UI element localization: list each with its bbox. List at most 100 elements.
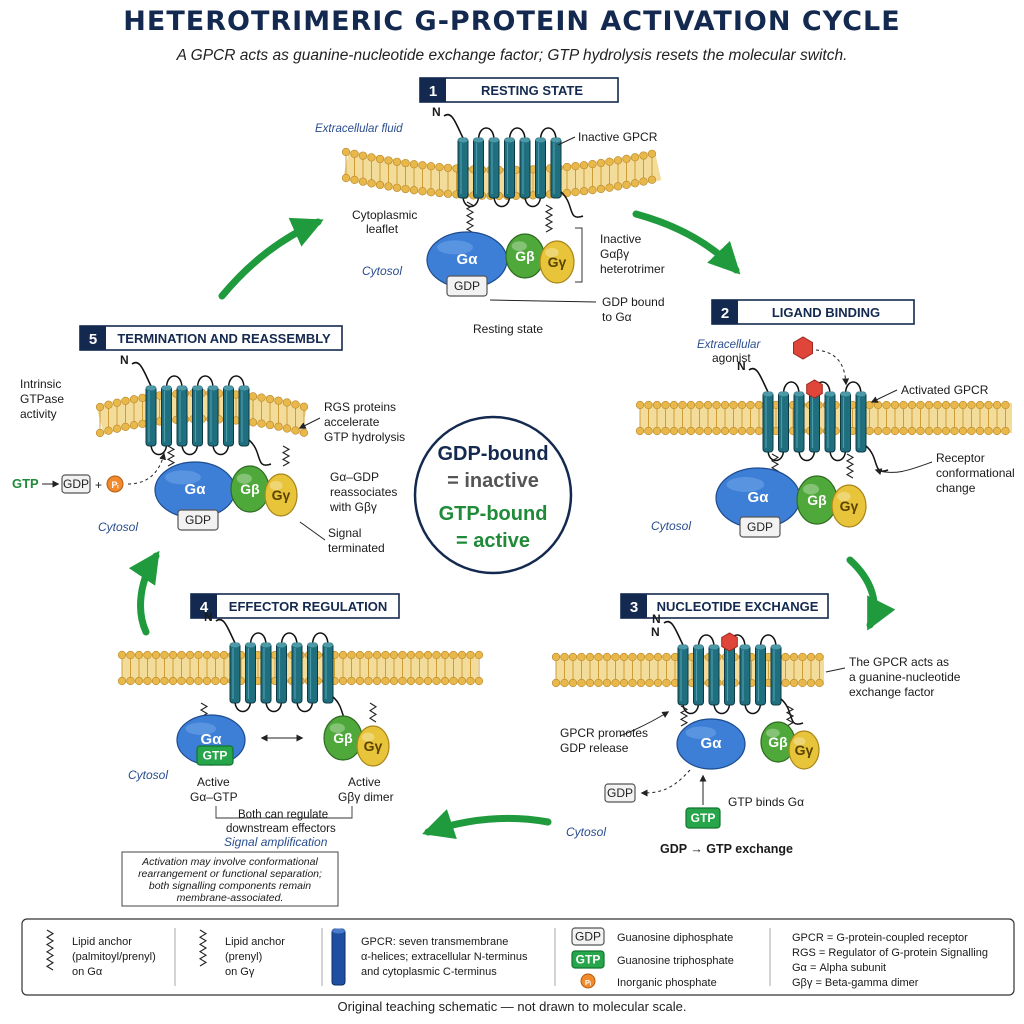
stage4-gbeta: Gβ xyxy=(323,715,363,761)
stage3-galpha-anchor xyxy=(679,705,689,727)
stage5-header-title: TERMINATION AND REASSEMBLY xyxy=(117,331,331,346)
legend-gtp-icon-text: GTP xyxy=(576,953,601,967)
stage1-gdp-bound-label-2: to Gα xyxy=(602,310,632,324)
stage2-header-number: 2 xyxy=(721,305,729,322)
stage5-intrinsic-label-1: Intrinsic xyxy=(20,377,61,391)
stage1-header-title: RESTING STATE xyxy=(481,83,583,98)
stage3-gdp-release-arrow xyxy=(640,769,691,797)
stage5-intrinsic-label-2: GTPase xyxy=(20,392,64,406)
stage2-receptor-label-1: Receptor xyxy=(936,451,985,465)
stage5-rgs-label-3: GTP hydrolysis xyxy=(324,430,405,444)
stage2-receptor-label-3: change xyxy=(936,481,976,495)
stage1-header-number: 1 xyxy=(429,83,437,100)
footer-note: Original teaching schematic — not drawn … xyxy=(337,999,687,1014)
stage5-galpha-anchor xyxy=(166,445,176,467)
bound-ligand xyxy=(806,379,823,399)
legend-abbr-4: Gβγ = Beta-gamma dimer xyxy=(792,977,919,989)
stage5-hydrolysis-arrow xyxy=(127,452,167,485)
stage1-gdp: GDP xyxy=(446,275,488,297)
stage5-ggamma: Gγ xyxy=(264,473,298,517)
stage1-caption: Resting state xyxy=(473,322,543,336)
galpha-label: Gα xyxy=(701,735,723,752)
stage3-ggamma-label: Gγ xyxy=(795,742,814,758)
stage4-active-ga-label-2: Gα–GTP xyxy=(190,790,238,804)
stage1-gdp-bound-label-1: GDP bound xyxy=(602,295,665,309)
stage2-ligand-arrow xyxy=(815,349,850,386)
stage4-gtp-text: GTP xyxy=(203,749,228,763)
legend-gdp-icon-text: GDP xyxy=(575,930,601,944)
stage3-gpcr: N xyxy=(652,612,804,725)
n-terminus-label: N xyxy=(432,105,441,119)
stage2-ggamma: Gγ xyxy=(831,484,867,528)
stage3-released-gdp-text: GDP xyxy=(607,786,633,800)
stage3-gbeta: Gβ xyxy=(760,721,796,763)
stage4-gbeta-label: Gβ xyxy=(333,730,353,746)
galpha-label: Gα xyxy=(201,731,223,748)
legend-anchor-gg-1: Lipid anchor xyxy=(225,936,285,948)
legend-anchor-ga-3: on Gα xyxy=(72,966,103,978)
stage1-cytoplasmic-label-1: Cytoplasmic xyxy=(352,208,417,222)
stage2-gpcr-pointer xyxy=(870,389,898,403)
legend-anchor-gg-3: on Gγ xyxy=(225,966,255,978)
stage4-ggamma: Gγ xyxy=(356,725,390,767)
stage5-cytosol-label: Cytosol xyxy=(98,520,138,534)
center-gtp-bound: GTP-bound xyxy=(439,503,548,525)
legend-gdp-icon: GDP xyxy=(571,927,605,946)
stage3-n-label: N xyxy=(651,625,660,639)
stage5-reassoc-label-2: reassociates xyxy=(330,485,397,499)
stage4-note-line-3: both signalling components remain xyxy=(149,880,311,892)
stage2-activated-gpcr-label: Activated GPCR xyxy=(901,383,989,397)
legend-gtp-icon: GTP xyxy=(571,950,605,969)
stage5-intrinsic-label-3: activity xyxy=(20,407,57,421)
stage3-incoming-gtp-text: GTP xyxy=(691,811,716,825)
n-terminus-label: N xyxy=(120,353,129,367)
legend-abbr-1: GPCR = G-protein-coupled receptor xyxy=(792,932,968,944)
stage1-gpcr: N xyxy=(432,105,584,218)
legend-gpcr-2: α-helices; extracellular N-terminus xyxy=(361,951,528,963)
stage5-reassoc-label-1: Gα–GDP xyxy=(330,470,379,484)
center-inactive: = inactive xyxy=(447,470,539,492)
stage2-ggamma-anchor xyxy=(845,453,855,479)
galpha-label: Gα xyxy=(748,489,770,506)
stage5-rgs-label-1: RGS proteins xyxy=(324,400,396,414)
stage4-note-line-2: rearrangement or functional separation; xyxy=(138,868,322,880)
stage3-ggamma: Gγ xyxy=(788,730,820,770)
legend-pi-icon: Pᵢ xyxy=(580,973,596,989)
stage1-heterotrimer-label-2: Gαβγ xyxy=(600,247,629,261)
galpha-label: Gα xyxy=(185,481,207,498)
stage3-gbeta-label: Gβ xyxy=(768,734,788,750)
cycle-arrow-4-to-5 xyxy=(128,550,160,636)
stage1-bracket xyxy=(575,227,583,283)
stage5-hydrolysis-gdp-text: GDP xyxy=(63,477,89,491)
stage5-terminated-pointer xyxy=(299,521,326,541)
stage1-heterotrimer-label-1: Inactive xyxy=(600,232,642,246)
stage3-incoming-gtp: GTP xyxy=(685,807,721,829)
stage4-cytosol-label: Cytosol xyxy=(128,768,168,782)
stage5-terminated-label-1: Signal xyxy=(328,526,361,540)
stage3-promotes-label-2: GDP release xyxy=(560,741,629,755)
stage4-note-box: Activation may involve conformationalrea… xyxy=(121,851,339,907)
stage2-gbeta-label: Gβ xyxy=(807,492,827,508)
stage3-released-gdp: GDP xyxy=(604,783,636,803)
stage1-ggamma: Gγ xyxy=(539,240,575,284)
stage1-cytoplasmic-label-2: leaflet xyxy=(366,222,399,236)
stage2-gpcr: N xyxy=(737,359,889,472)
stage5-gtp-label: GTP xyxy=(12,476,39,491)
stage4-bracket xyxy=(215,806,353,819)
stage5-gbeta-label: Gβ xyxy=(240,481,260,497)
stage5-gbeta: Gβ xyxy=(230,465,270,513)
stage5-terminated-label-2: terminated xyxy=(328,541,385,555)
stage4-active-gbg-label-1: Active xyxy=(348,775,381,789)
stage5-ggamma-anchor xyxy=(281,445,291,467)
stage1-membrane xyxy=(341,147,662,201)
legend-anchor-ga-1: Lipid anchor xyxy=(72,936,132,948)
stage3-galpha: Gα xyxy=(676,718,746,770)
stage3-header-number: 3 xyxy=(630,599,638,616)
stage2-ggamma-label: Gγ xyxy=(840,498,859,514)
